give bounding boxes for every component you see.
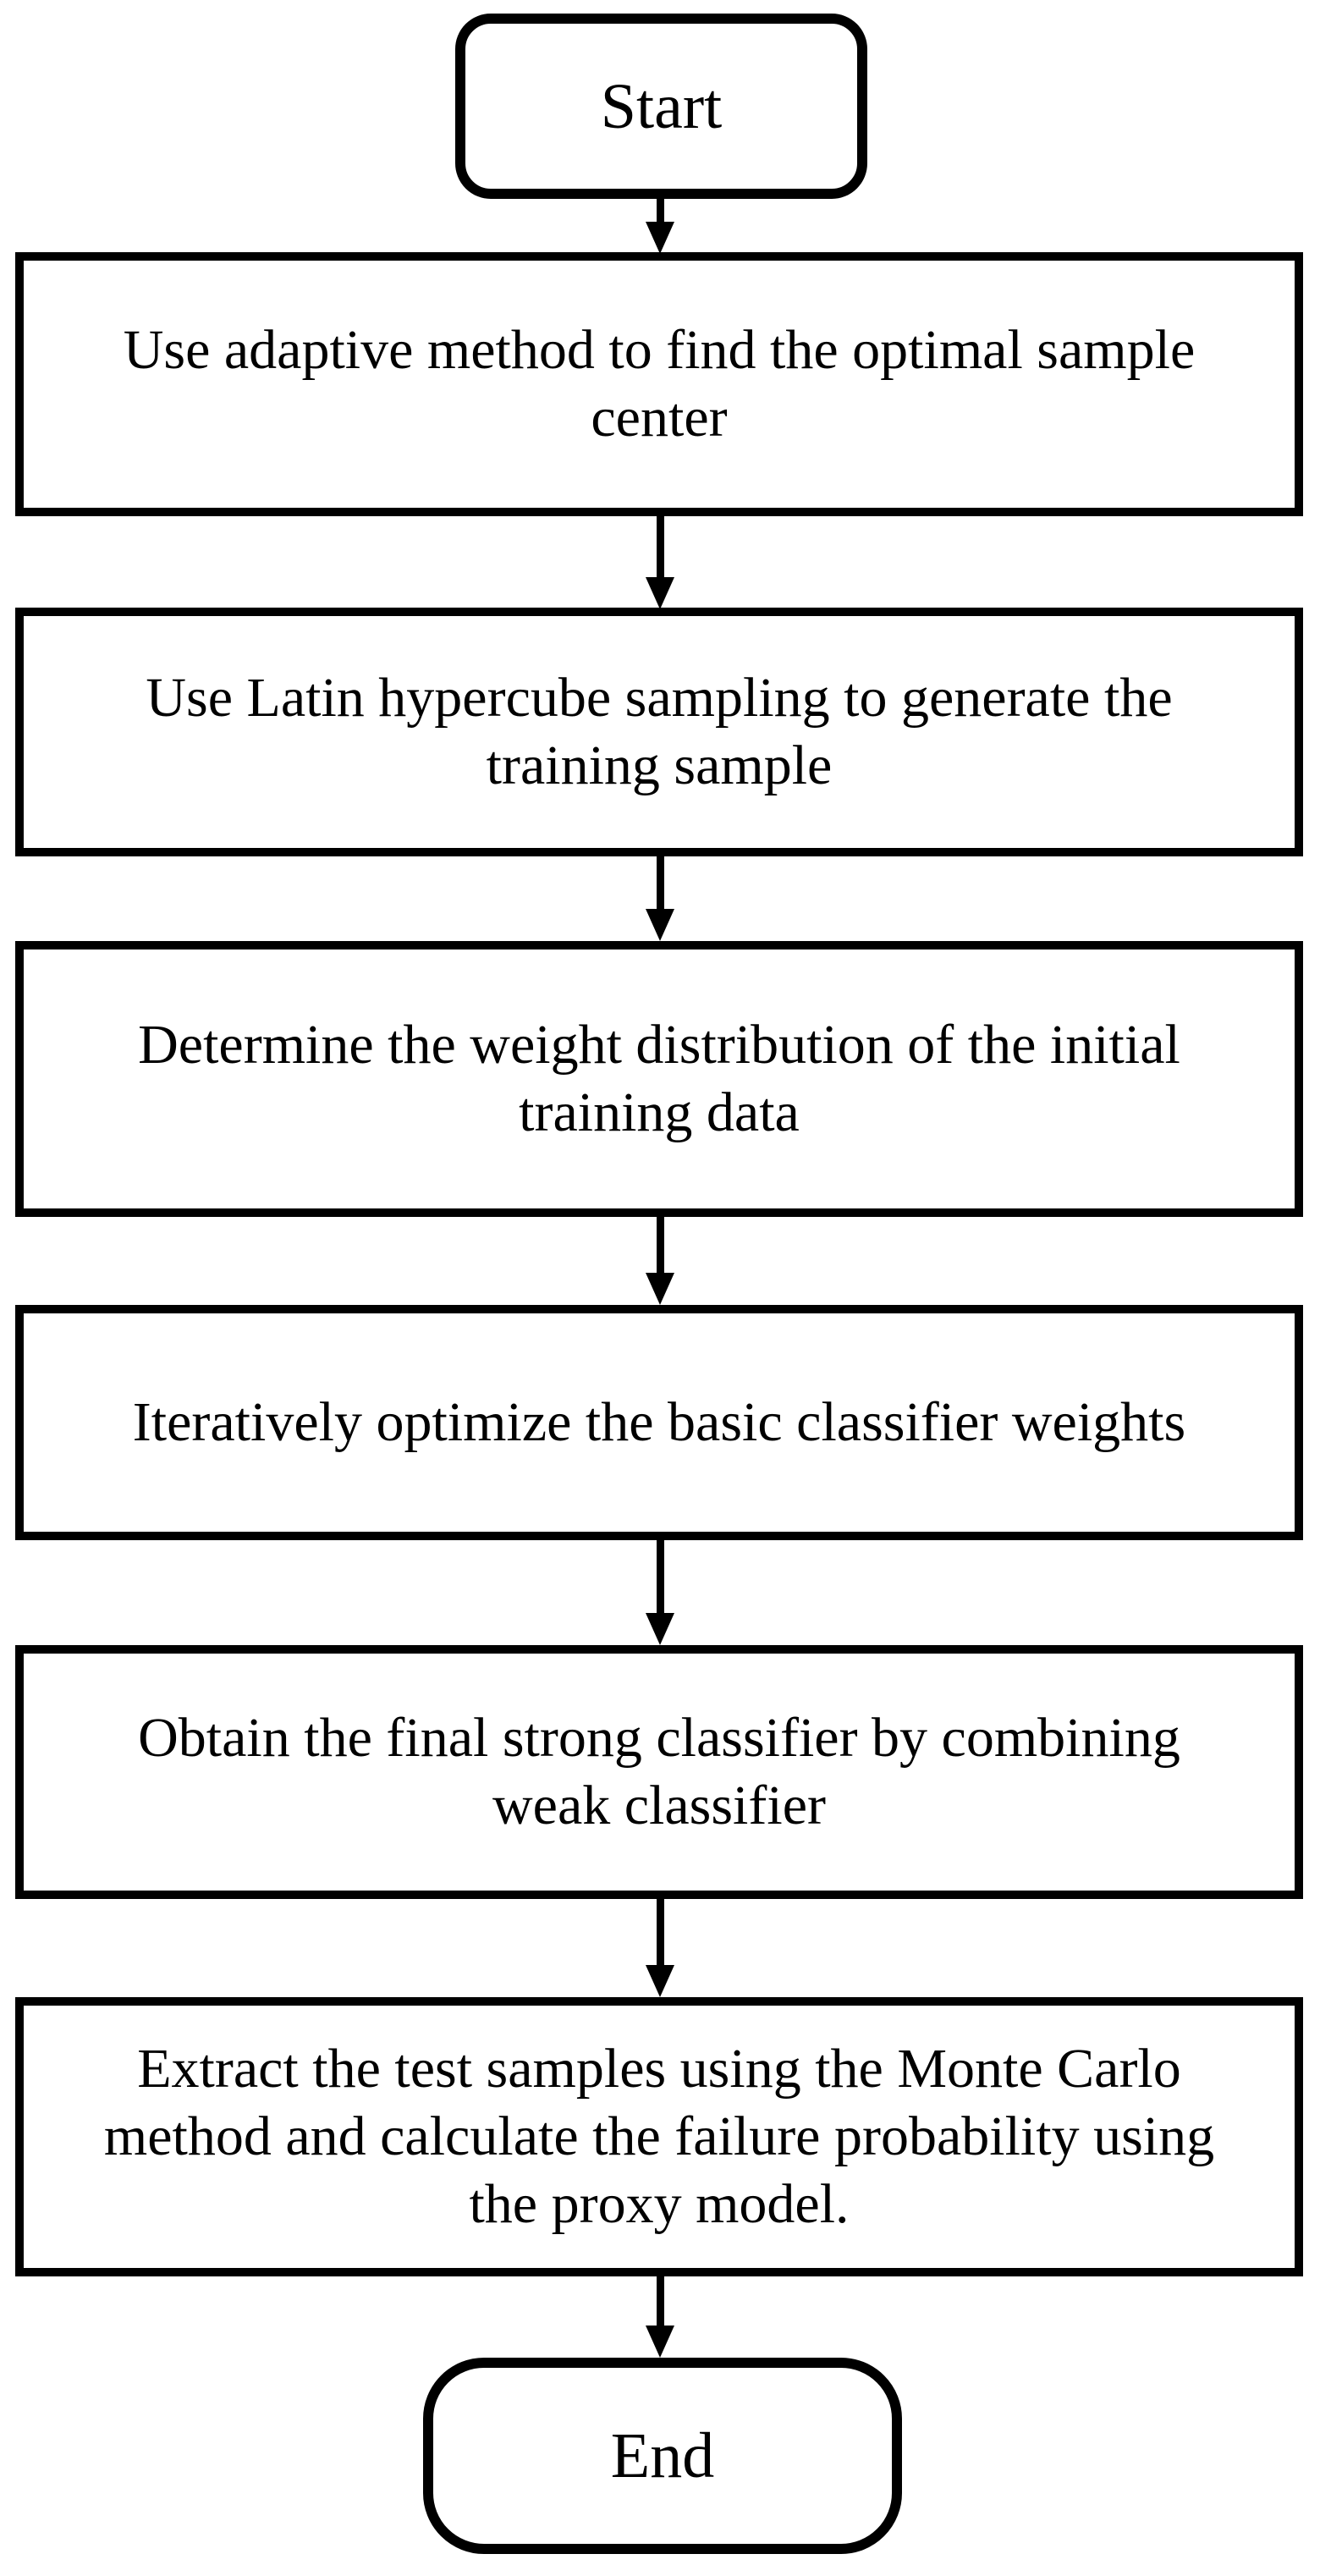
node-label-step-6: Extract the test samples using the Monte… (103, 2038, 1215, 2235)
arrow-shaft (656, 856, 664, 909)
arrow-head-icon (646, 909, 674, 941)
arrow-head-icon (646, 1273, 674, 1305)
node-label-step-1: Use adaptive method to find the optimal … (123, 319, 1196, 449)
flow-arrow-4 (646, 1217, 674, 1305)
flowchart-node-step-4: Iteratively optimize the basic classifie… (15, 1305, 1303, 1540)
node-label-step-5: Obtain the final strong classifier by co… (138, 1707, 1180, 1836)
flowchart-node-end: End (423, 2358, 902, 2554)
flowchart-node-step-5: Obtain the final strong classifier by co… (15, 1645, 1303, 1899)
arrow-shaft (656, 199, 664, 222)
flow-arrow-5 (646, 1540, 674, 1645)
flow-arrow-2 (646, 516, 674, 609)
node-label-step-3: Determine the weight distribution of the… (138, 1014, 1180, 1143)
flowchart-node-step-1: Use adaptive method to find the optimal … (15, 252, 1303, 516)
arrow-head-icon (646, 1965, 674, 1997)
node-label-step-2: Use Latin hypercube sampling to generate… (146, 667, 1173, 796)
flow-arrow-6 (646, 1899, 674, 1997)
node-label-end: End (610, 2420, 715, 2491)
arrow-head-icon (646, 1613, 674, 1645)
node-label-start: Start (600, 70, 723, 142)
arrow-head-icon (646, 222, 674, 254)
arrow-shaft (656, 1899, 664, 1965)
flowchart-node-step-6: Extract the test samples using the Monte… (15, 1997, 1303, 2276)
arrow-shaft (656, 2276, 664, 2326)
flowchart-node-step-2: Use Latin hypercube sampling to generate… (15, 608, 1303, 856)
flow-arrow-7 (646, 2276, 674, 2358)
arrow-head-icon (646, 2326, 674, 2358)
flowchart-node-step-3: Determine the weight distribution of the… (15, 941, 1303, 1217)
arrow-head-icon (646, 577, 674, 609)
arrow-shaft (656, 1540, 664, 1613)
node-label-step-4: Iteratively optimize the basic classifie… (132, 1391, 1186, 1453)
flow-arrow-3 (646, 856, 674, 941)
flow-arrow-1 (646, 199, 674, 254)
arrow-shaft (656, 1217, 664, 1273)
arrow-shaft (656, 516, 664, 577)
flowchart-node-start: Start (455, 14, 867, 199)
